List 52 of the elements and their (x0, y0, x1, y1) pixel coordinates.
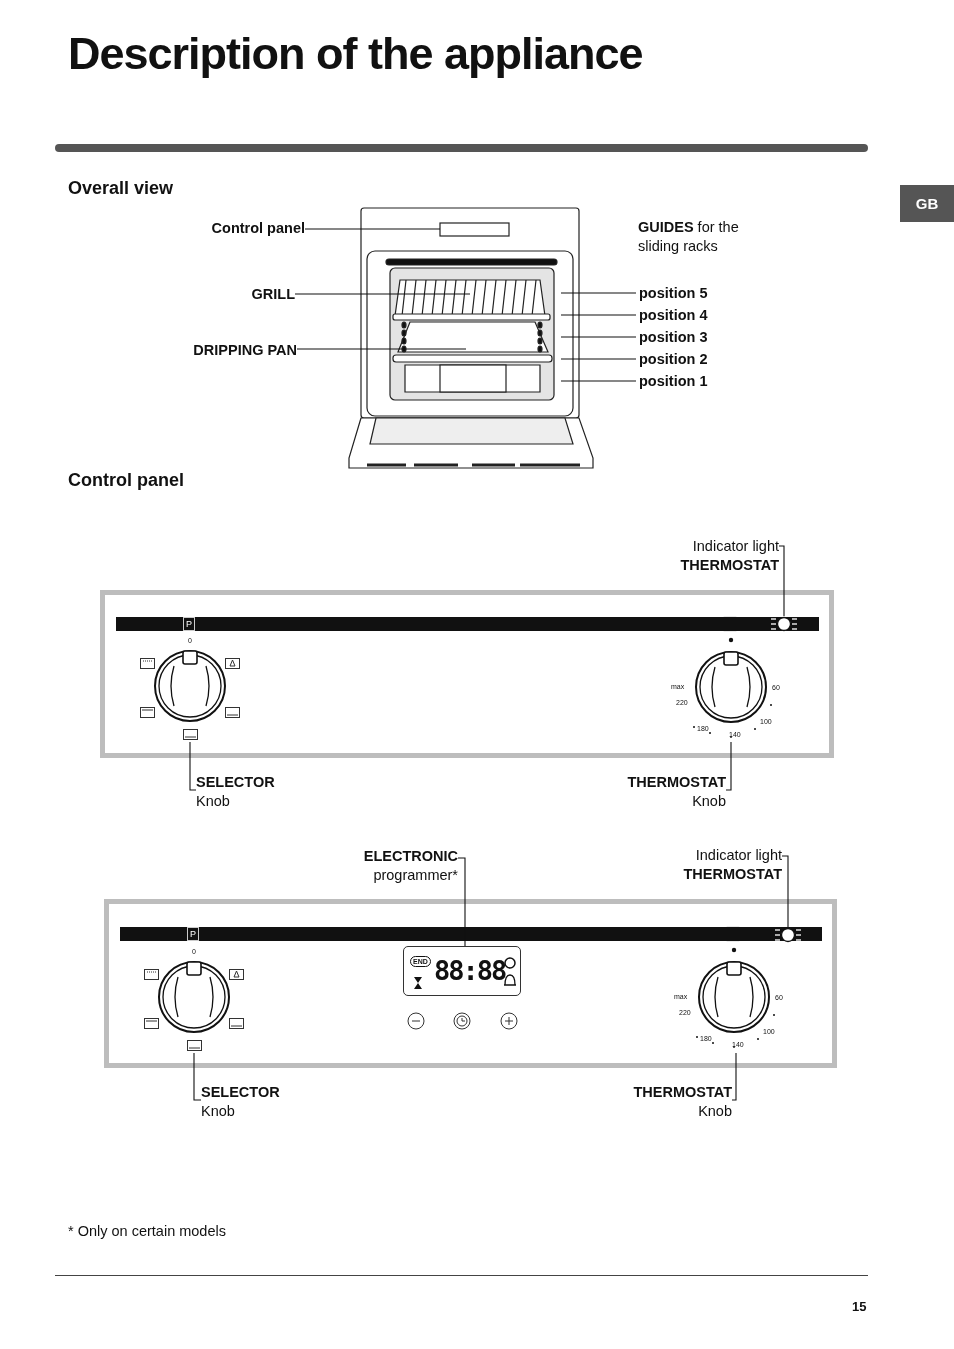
callout-heading: position 4 (639, 306, 709, 325)
callout-text: programmer* (372, 866, 458, 885)
callout-text: Knob (196, 792, 231, 811)
callout-text: Indicator light (691, 537, 779, 556)
leader-line (778, 545, 785, 617)
lcd-display (403, 946, 521, 996)
callout-heading: position 5 (639, 284, 709, 303)
callout-text: Indicator light (694, 846, 782, 865)
callout-heading: THERMOSTAT (679, 556, 779, 575)
indicator-light-icon (774, 927, 802, 943)
callout-text: Knob (201, 1102, 236, 1121)
callout-heading: THERMOSTAT (626, 773, 726, 792)
leader-line (560, 336, 637, 338)
callout-heading: position 2 (639, 350, 709, 369)
leader-line (725, 741, 732, 791)
leader-line (560, 292, 637, 294)
program-symbol: P (183, 617, 195, 631)
page-tab: GB (900, 185, 954, 222)
leader-line (457, 857, 466, 947)
leader-line (304, 228, 441, 230)
page-title: Description of the appliance (68, 28, 643, 80)
leader-line (560, 380, 637, 382)
callout-heading: THERMOSTAT (682, 865, 782, 884)
leader-line (560, 358, 637, 360)
leader-line (193, 1052, 202, 1101)
selector-knob (144, 947, 244, 1053)
leader-line (294, 293, 471, 295)
program-symbol: P (187, 927, 199, 941)
leader-line (189, 741, 197, 791)
callout-heading: GRILL (250, 285, 295, 304)
callout-heading: ELECTRONIC (362, 847, 458, 866)
callout-heading: position 1 (639, 372, 709, 391)
leader-line (560, 314, 637, 316)
callout-heading: THERMOSTAT (632, 1083, 732, 1102)
callout-text: Knob (691, 792, 726, 811)
callout-heading: SELECTOR (201, 1083, 281, 1102)
leader-line (731, 1052, 737, 1101)
callout-heading: SELECTOR (196, 773, 276, 792)
callout-heading: DRIPPING PAN (192, 341, 297, 360)
selector-knob (140, 636, 240, 742)
section-heading: Control panel (68, 470, 184, 491)
callout-heading: Control panel (210, 219, 305, 238)
display-digits: 88:88 (434, 955, 506, 987)
page-number: 15 (852, 1299, 867, 1314)
section-heading: Overall view (68, 178, 174, 199)
indicator-light-icon (770, 616, 798, 632)
callout-text: Knob (697, 1102, 732, 1121)
callout-heading: position 3 (639, 328, 709, 347)
leader-line (781, 855, 789, 928)
leader-line (296, 348, 467, 350)
footnote: * Only on certain models (68, 1223, 226, 1239)
callout-text: GUIDES for the sliding racks (638, 218, 740, 256)
